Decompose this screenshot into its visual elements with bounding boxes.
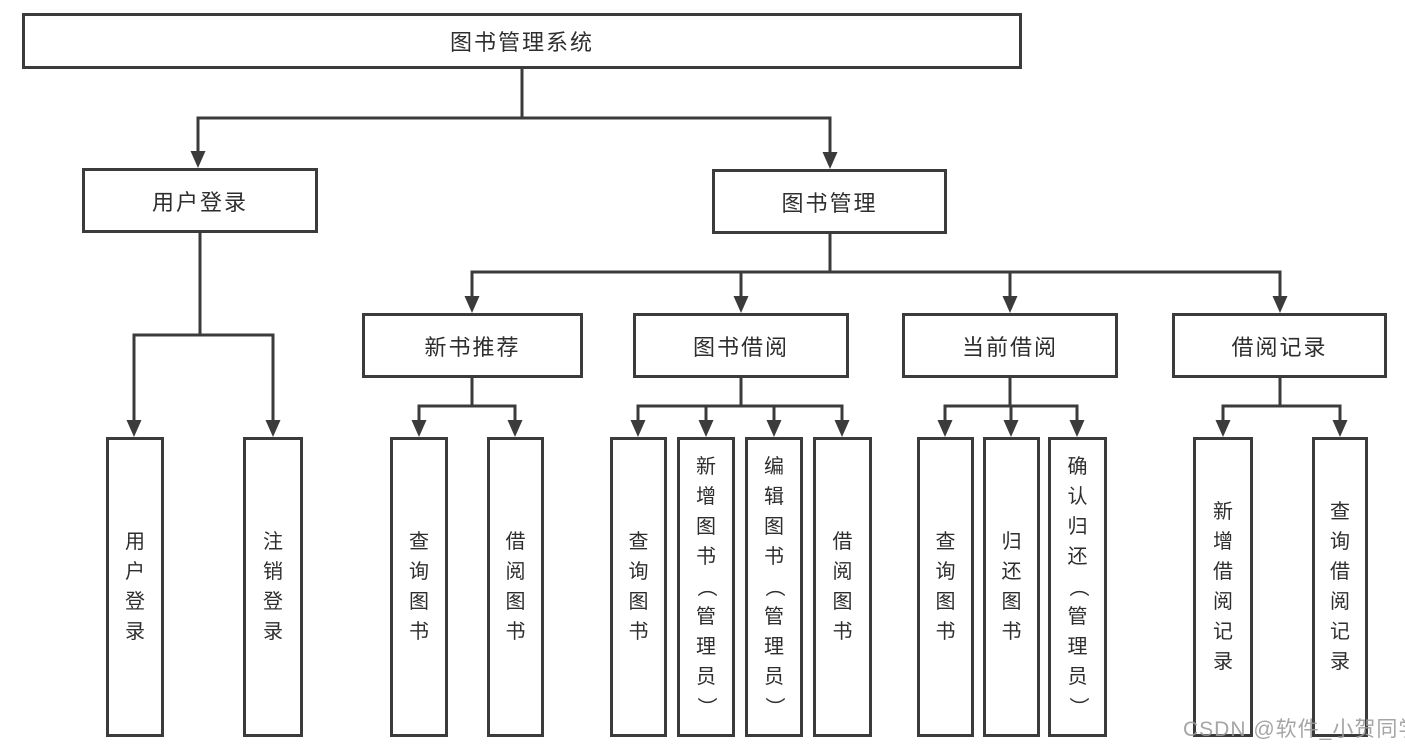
node-leaf-search-books-current: 查询图书 xyxy=(917,437,974,737)
node-book-borrowing: 图书借阅 xyxy=(633,313,849,378)
node-leaf-user-login: 用户登录 xyxy=(106,437,164,737)
node-leaf-return-book: 归还图书 xyxy=(983,437,1040,737)
node-book-management: 图书管理 xyxy=(712,169,947,234)
node-leaf-search-books-borrowing: 查询图书 xyxy=(610,437,667,737)
node-new-book-recommend: 新书推荐 xyxy=(362,313,583,378)
csdn-watermark: CSDN @软件_小贺同学 xyxy=(1183,718,1405,741)
node-leaf-borrow-books-recommend: 借阅图书 xyxy=(487,437,544,737)
node-leaf-edit-book-admin: 编辑图书（管理员） xyxy=(745,437,803,737)
node-leaf-borrow-books-borrowing: 借阅图书 xyxy=(813,437,872,737)
node-leaf-search-borrow-record: 查询借阅记录 xyxy=(1312,437,1368,737)
node-user-login: 用户登录 xyxy=(82,168,318,233)
node-current-borrowing: 当前借阅 xyxy=(902,313,1118,378)
node-leaf-confirm-return-admin: 确认归还（管理员） xyxy=(1048,437,1107,737)
node-leaf-add-book-admin: 新增图书（管理员） xyxy=(677,437,735,737)
node-root: 图书管理系统 xyxy=(22,13,1022,69)
node-leaf-search-books-recommend: 查询图书 xyxy=(390,437,448,737)
node-leaf-add-borrow-record: 新增借阅记录 xyxy=(1193,437,1253,737)
node-borrowing-records: 借阅记录 xyxy=(1172,313,1387,378)
node-leaf-logout: 注销登录 xyxy=(243,437,303,737)
